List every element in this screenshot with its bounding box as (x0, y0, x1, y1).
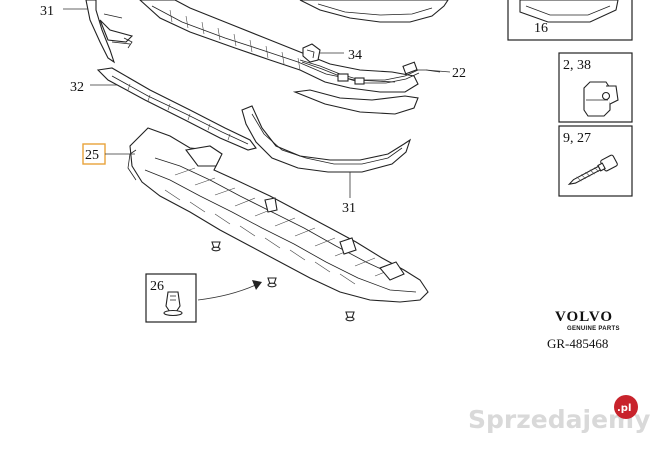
detail-box-16 (507, 0, 633, 41)
bumper-top-edge (299, 0, 449, 23)
callout-16: 16 (534, 21, 548, 36)
callout-34: 34 (348, 48, 362, 63)
side-trim-31 (85, 0, 134, 64)
detail-box-9-27 (558, 125, 633, 197)
detail-box-2-38 (558, 52, 633, 123)
callout-31-bottom: 31 (342, 201, 356, 216)
callout-22: 22 (452, 66, 466, 81)
undertray-25 (127, 127, 429, 303)
watermark-badge-text: .pl (617, 403, 631, 414)
callout-9-27: 9, 27 (563, 131, 591, 146)
callout-2-38: 2, 38 (563, 58, 591, 73)
callout-26: 26 (150, 279, 164, 294)
trim-strip-32 (96, 67, 257, 151)
bumper-cover (139, 0, 419, 115)
bracket-34 (302, 43, 321, 63)
diagram-code: GR-485468 (547, 336, 608, 351)
watermark-badge (614, 395, 638, 419)
fastener-clips (211, 241, 355, 322)
brand-tagline: GENUINE PARTS (567, 326, 620, 332)
brand-logo: VOLVO (555, 309, 613, 325)
callout-25: 25 (85, 148, 99, 163)
callout-31-top: 31 (40, 4, 54, 19)
wiring-harness-22 (299, 59, 451, 85)
lower-trim-31 (241, 105, 412, 173)
detail-box-26 (145, 273, 262, 323)
brand-block: VOLVO GENUINE PARTS GR-485468 (547, 309, 620, 351)
watermark: Sprzedajemy .pl (468, 395, 650, 434)
callout-32: 32 (70, 80, 84, 95)
